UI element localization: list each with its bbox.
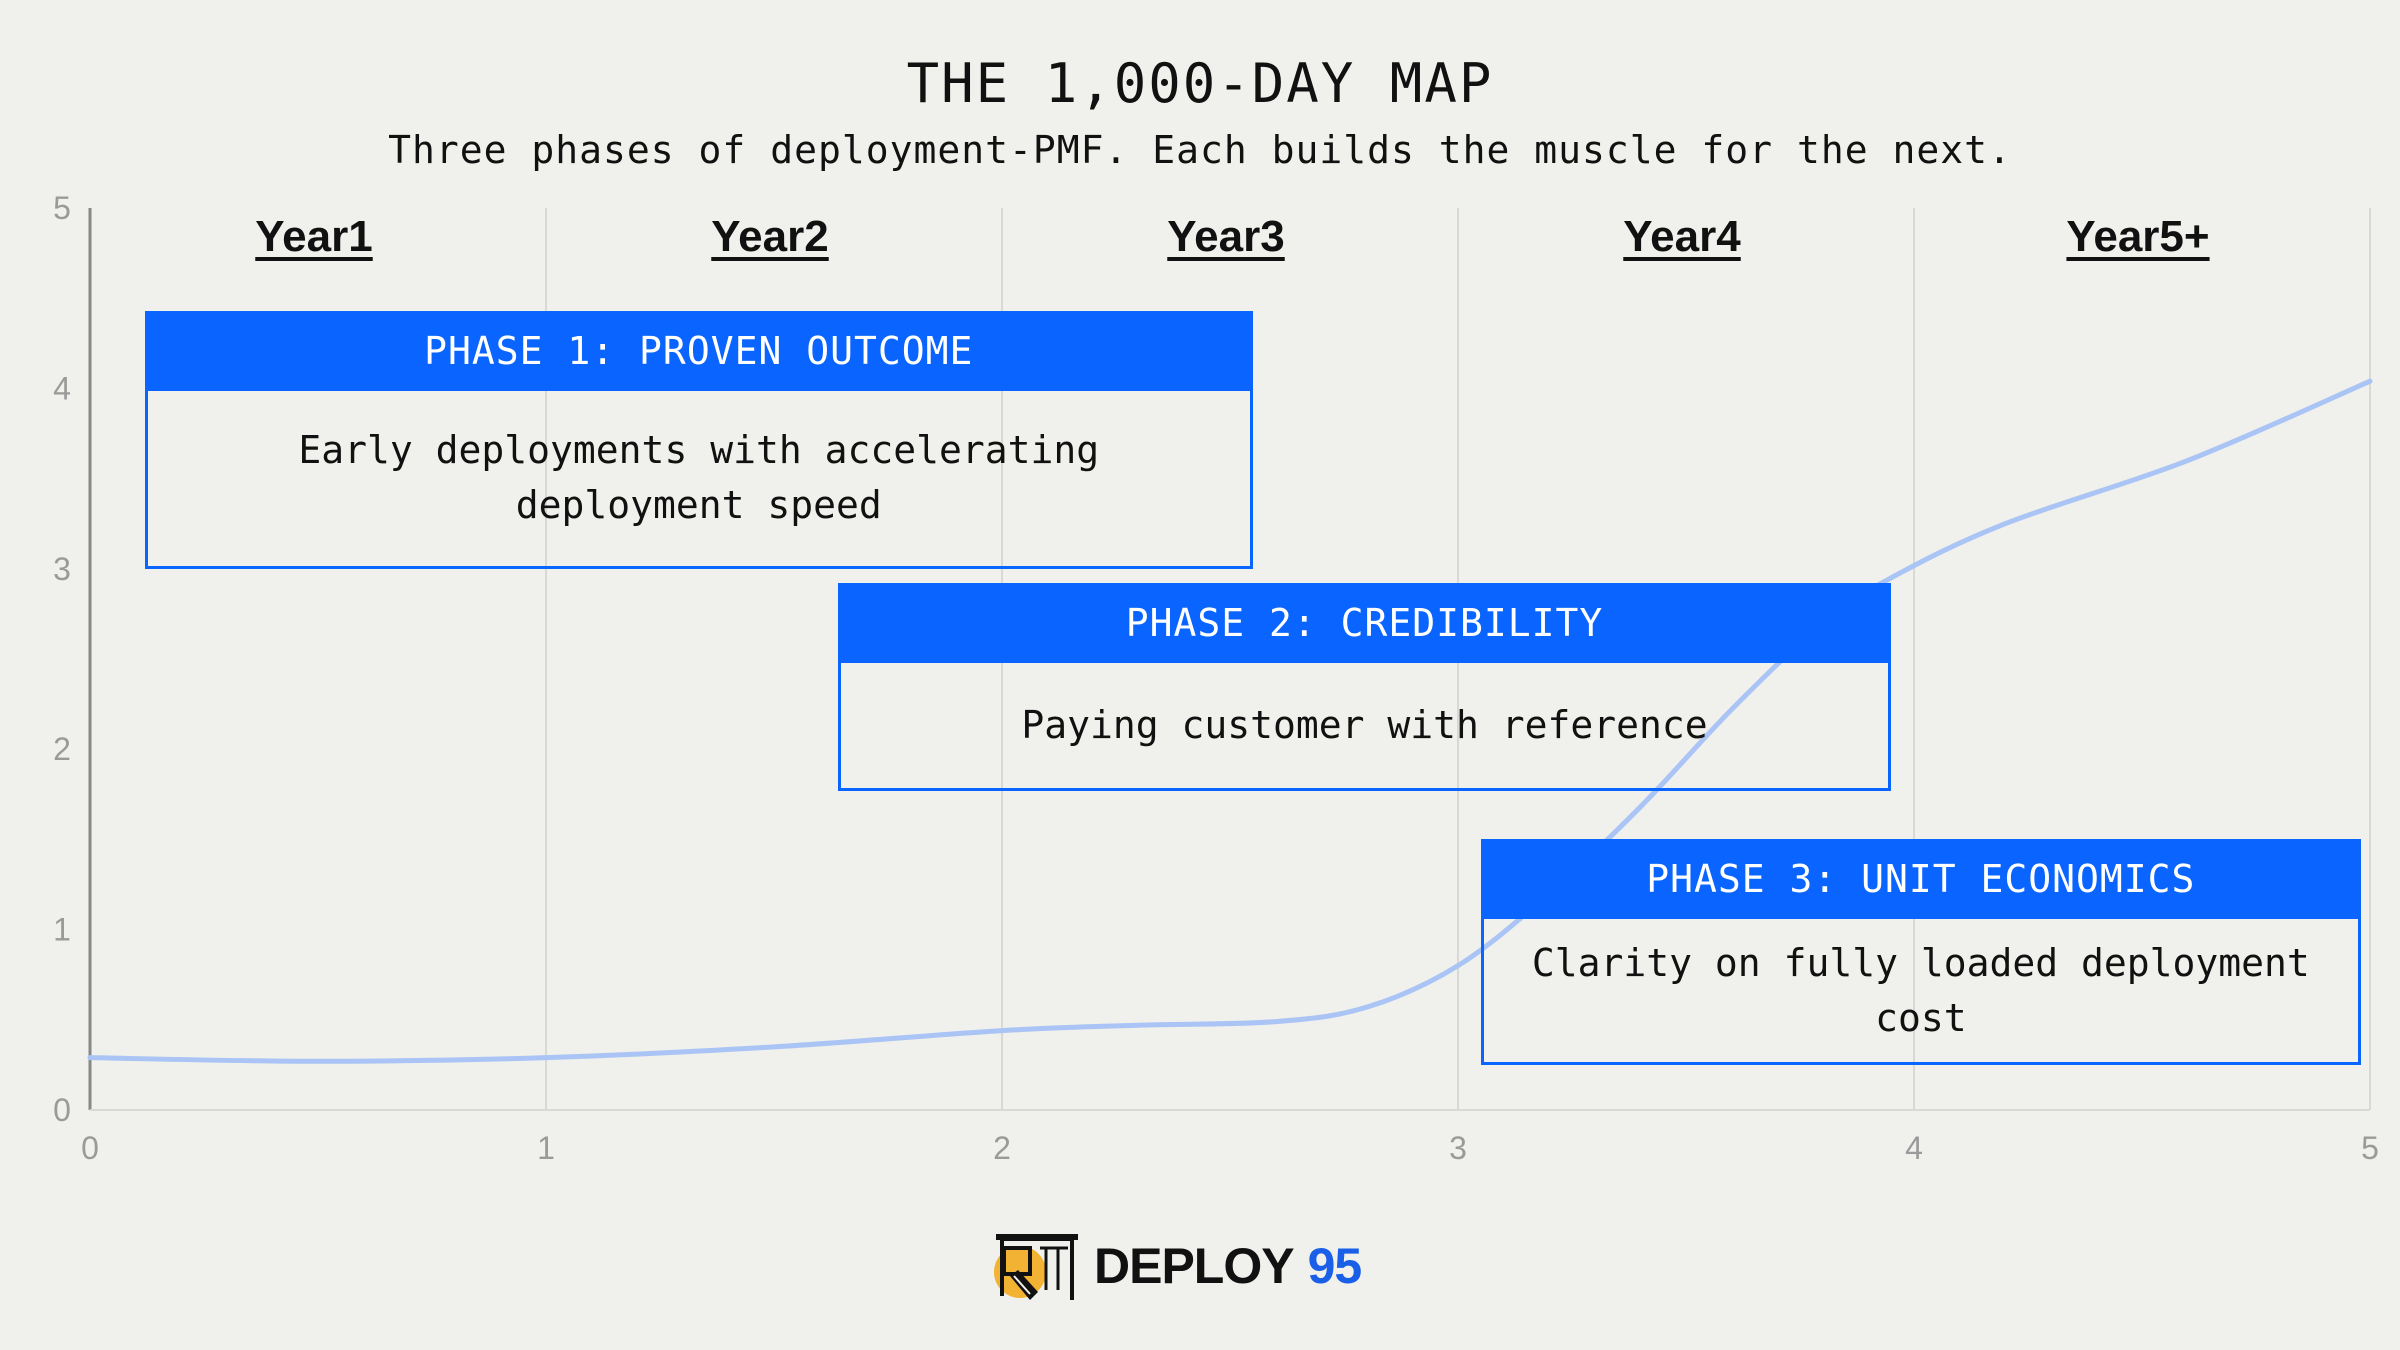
x-tick-label: 2 xyxy=(993,1130,1011,1166)
y-tick-label: 1 xyxy=(53,912,71,948)
x-tick-label: 1 xyxy=(537,1130,555,1166)
y-tick-label: 2 xyxy=(53,731,71,767)
x-tick-label: 5 xyxy=(2361,1130,2379,1166)
year-label: Year1 xyxy=(255,212,373,261)
phase-description-line: deployment speed xyxy=(515,483,882,528)
logo-number: 95 xyxy=(1307,1238,1363,1294)
year-label: Year5+ xyxy=(2066,212,2210,261)
x-tick-labels: 0 1 2 3 4 5 xyxy=(81,1130,2379,1166)
x-tick-label: 0 xyxy=(81,1130,99,1166)
phase-title: PHASE 1: PROVEN OUTCOME xyxy=(144,310,1253,391)
axes xyxy=(88,208,2370,1111)
phase-title: PHASE 3: UNIT ECONOMICS xyxy=(1480,839,2361,920)
x-tick-label: 3 xyxy=(1449,1130,1467,1166)
logo-wordmark: DEPLOY xyxy=(1094,1238,1295,1294)
building-crane-icon xyxy=(994,1234,1078,1300)
x-tick-label: 4 xyxy=(1905,1130,1923,1166)
phase-description: Clarity on fully loaded deployment cost xyxy=(1480,919,2361,1065)
year-label: Year4 xyxy=(1623,212,1741,261)
y-tick-label: 4 xyxy=(53,370,71,406)
phase-description-line: Paying customer with reference xyxy=(1021,702,1708,747)
year-label: Year3 xyxy=(1167,212,1285,261)
series-lines xyxy=(87,378,2373,1064)
chart-subtitle: Three phases of deployment-PMF. Each bui… xyxy=(388,128,2012,172)
phase-2-box: PHASE 2: CREDIBILITY Paying customer with… xyxy=(837,583,1892,791)
y-tick-label: 3 xyxy=(53,551,71,587)
phase-description-line: Early deployments with accelerating xyxy=(298,428,1100,473)
year-label: Year2 xyxy=(711,212,829,261)
y-tick-label: 5 xyxy=(53,190,71,226)
y-tick-label: 0 xyxy=(53,1092,71,1128)
phase-description-line: Clarity on fully loaded deployment xyxy=(1531,940,2310,985)
phase-description: Early deployments with accelerating deplo… xyxy=(144,390,1253,569)
phase-description: Paying customer with reference xyxy=(837,663,1892,791)
chart-title: THE 1,000-DAY MAP xyxy=(906,52,1494,115)
y-tick-labels: 0 1 2 3 4 5 xyxy=(53,190,71,1128)
series-line xyxy=(87,378,2373,1064)
phase-description-line: cost xyxy=(1875,995,1967,1040)
phase-title: PHASE 2: CREDIBILITY xyxy=(837,583,1892,664)
